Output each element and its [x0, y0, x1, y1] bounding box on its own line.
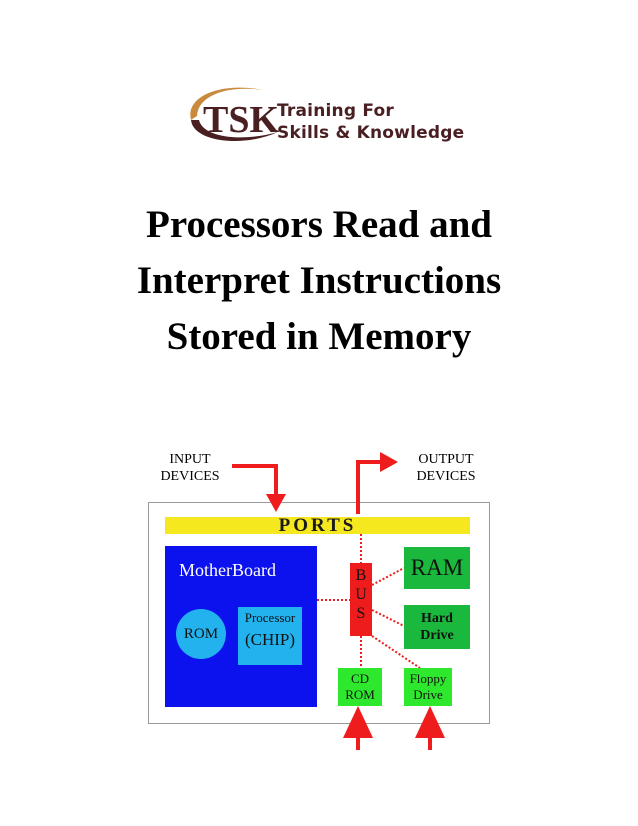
cd-arrow-head: [343, 706, 373, 738]
logo-ring: [190, 87, 263, 120]
cd-rom-block: CD ROM: [338, 668, 382, 706]
ports-bar: PORTS: [165, 516, 470, 535]
bus-lines: [317, 534, 421, 669]
tsk-logo: TSK: [190, 87, 279, 142]
output-label-line-1: OUTPUT: [418, 452, 474, 467]
logo-monogram: TSK: [203, 99, 279, 141]
title-line-2: Interpret Instructions: [136, 259, 502, 302]
hard-drive-block: Hard Drive: [404, 605, 470, 649]
bus-line-ram: [371, 567, 405, 586]
input-arrow-head: [266, 494, 286, 512]
bus-line-hard-drive: [371, 609, 405, 627]
floppy-drive-block: Floppy Drive: [404, 668, 452, 706]
processor-label: Processor: [244, 610, 296, 625]
input-label-line-1: INPUT: [169, 452, 211, 467]
title-line-1: Processors Read and: [146, 203, 492, 246]
output-label-line-2: DEVICES: [416, 469, 476, 484]
logo-swoosh: [191, 120, 278, 142]
logo-line-1: Training For: [277, 101, 394, 121]
bus-line-floppy: [371, 635, 421, 669]
cd-rom-label-1: CD: [350, 671, 370, 686]
bus-letter-b: B: [355, 567, 367, 584]
rom-chip: ROM: [176, 609, 226, 659]
bus: B U S: [350, 563, 372, 636]
chip-label: (CHIP): [244, 630, 296, 649]
ram-block: RAM: [404, 547, 470, 589]
hard-drive-label-1: Hard: [421, 611, 453, 626]
bus-letter-s: S: [356, 605, 366, 622]
logo-wordmark: Training For Skills & Knowledge: [277, 100, 464, 144]
input-arrow-line: [232, 464, 278, 498]
output-arrow-head: [380, 452, 398, 472]
floppy-arrow-head: [415, 706, 445, 738]
hard-drive-label-2: Drive: [420, 628, 454, 643]
logo-line-2: Skills & Knowledge: [277, 123, 465, 143]
cd-rom-label-2: ROM: [345, 687, 375, 702]
floppy-label-2: Drive: [413, 687, 443, 702]
processor-chip: Processor (CHIP): [238, 607, 302, 665]
floppy-label-1: Floppy: [409, 671, 447, 686]
input-devices-label: INPUT DEVICES: [155, 451, 225, 485]
bus-letter-u: U: [355, 586, 367, 603]
output-arrow-line: [356, 460, 382, 514]
input-label-line-2: DEVICES: [160, 469, 220, 484]
page-title: Processors Read and Interpret Instructio…: [0, 197, 638, 365]
rom-label: ROM: [183, 625, 219, 642]
title-line-3: Stored in Memory: [166, 315, 472, 358]
motherboard-label: MotherBoard: [179, 560, 276, 580]
output-devices-label: OUTPUT DEVICES: [408, 451, 484, 485]
